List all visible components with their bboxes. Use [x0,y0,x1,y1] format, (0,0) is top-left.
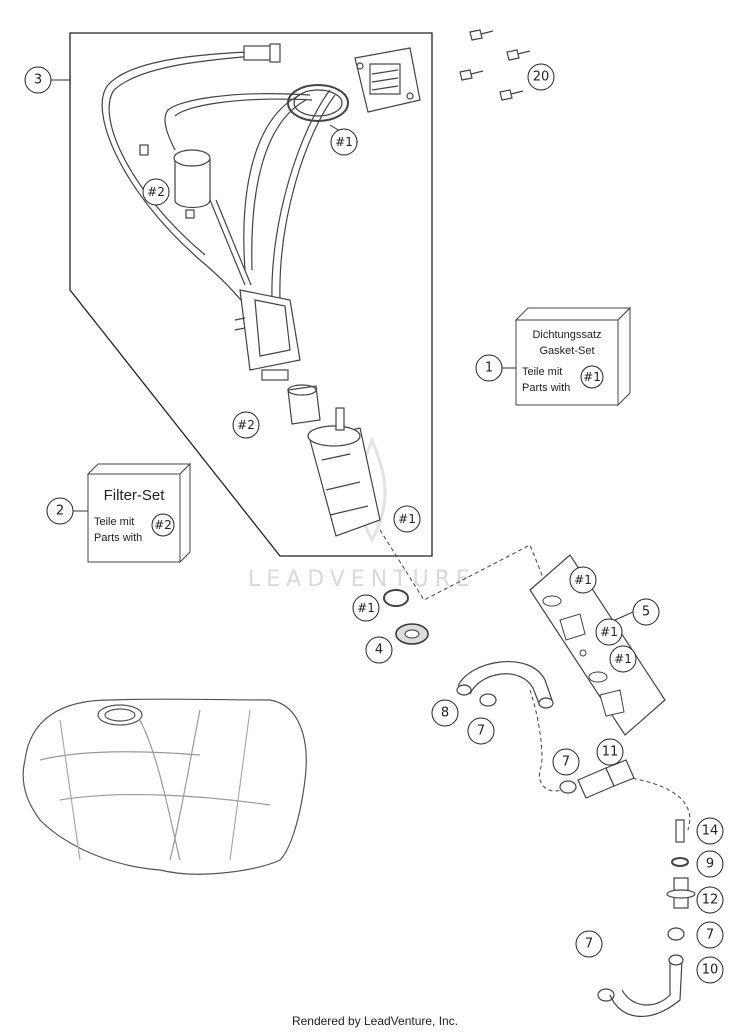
filter-set-ref: #2 [154,518,172,532]
watermark-text: LEADVENTURE [248,567,476,592]
svg-text:#2: #2 [147,185,165,199]
callout-7c: 7 [696,921,724,949]
svg-text:3: 3 [34,73,42,88]
callout-hash1-seal: #1 [330,128,358,156]
fuel-hose [456,660,554,709]
bolt [469,29,494,41]
filter-set-title: Filter-Set [104,487,166,504]
callout-1: 1 [475,354,503,382]
callout-hash1-oring: #1 [352,594,380,622]
svg-text:#1: #1 [614,652,632,666]
fuel-pump-assembly-frame [69,32,433,557]
filter-set-parts-de: Teile mit [94,516,134,528]
callouts: 3 20 #1 #2 1 #2 2 #1 #1 #1 5 #1 4 #1 8 7… [24,63,724,984]
connection-lines [379,529,691,831]
callout-11: 11 [596,738,624,766]
bottom-fittings [666,819,696,909]
callout-4: 4 [365,636,393,664]
callout-hash2-pump: #2 [142,178,170,206]
fuel-pump-assembly [101,43,421,537]
callout-hash1-block2: #1 [595,618,623,646]
callout-5: 5 [632,598,660,626]
svg-text:11: 11 [602,745,619,760]
gasket-set-box: Dichtungssatz Gasket-Set Teile mit Parts… [514,306,632,407]
svg-text:7: 7 [562,755,570,770]
callout-3: 3 [24,66,52,94]
hose-clamps [479,693,685,1002]
quick-connector [577,759,635,799]
hose-10 [609,954,684,1017]
bolt [506,49,531,61]
bolt [459,69,484,81]
bolt [499,89,524,101]
callout-2: 2 [46,497,74,525]
callout-9: 9 [696,850,724,878]
svg-text:14: 14 [702,824,719,839]
svg-text:#1: #1 [398,512,416,526]
svg-text:#1: #1 [335,135,353,149]
gasket-set-title-en: Gasket-Set [539,345,594,357]
callout-12: 12 [696,886,724,914]
callout-hash1-block3: #1 [609,645,637,673]
svg-text:20: 20 [533,70,550,85]
svg-text:#1: #1 [574,573,592,587]
svg-text:#1: #1 [600,625,618,639]
gasket-set-parts-en: Parts with [522,382,570,394]
gasket-set-parts-de: Teile mit [522,366,562,378]
watermark: LEADVENTURE [248,435,476,592]
callout-20: 20 [527,63,555,91]
svg-text:7: 7 [706,928,714,943]
callout-hash1-block1: #1 [569,566,597,594]
svg-text:12: 12 [702,893,719,908]
svg-text:9: 9 [706,857,714,872]
svg-text:7: 7 [477,724,485,739]
gasket-set-title-de: Dichtungssatz [532,329,601,341]
footer-credit: Rendered by LeadVenture, Inc. [291,1014,459,1028]
svg-text:1: 1 [485,361,493,376]
callout-8: 8 [431,699,459,727]
callout-hash2-filter: #2 [232,411,260,439]
svg-text:5: 5 [642,605,650,620]
fuel-tank [22,698,307,875]
callout-7d: 7 [575,930,603,958]
svg-text:4: 4 [375,643,383,658]
callout-7a: 7 [467,717,495,745]
valve-block [529,554,666,736]
svg-text:#2: #2 [237,418,255,432]
callout-hash1-pump: #1 [393,505,421,533]
svg-text:#1: #1 [357,601,375,615]
svg-text:8: 8 [441,706,449,721]
callout-10: 10 [696,956,724,984]
callout-14: 14 [696,817,724,845]
o-ring-and-seal [383,589,429,645]
callout-7b: 7 [552,748,580,776]
bolts-group [459,29,531,101]
svg-text:2: 2 [56,504,64,519]
svg-text:10: 10 [702,963,719,978]
filter-set-parts-en: Parts with [94,532,142,544]
svg-text:7: 7 [585,937,593,952]
filter-set-box: Filter-Set Teile mit Parts with #2 [86,462,192,564]
gasket-set-ref: #1 [583,370,601,384]
